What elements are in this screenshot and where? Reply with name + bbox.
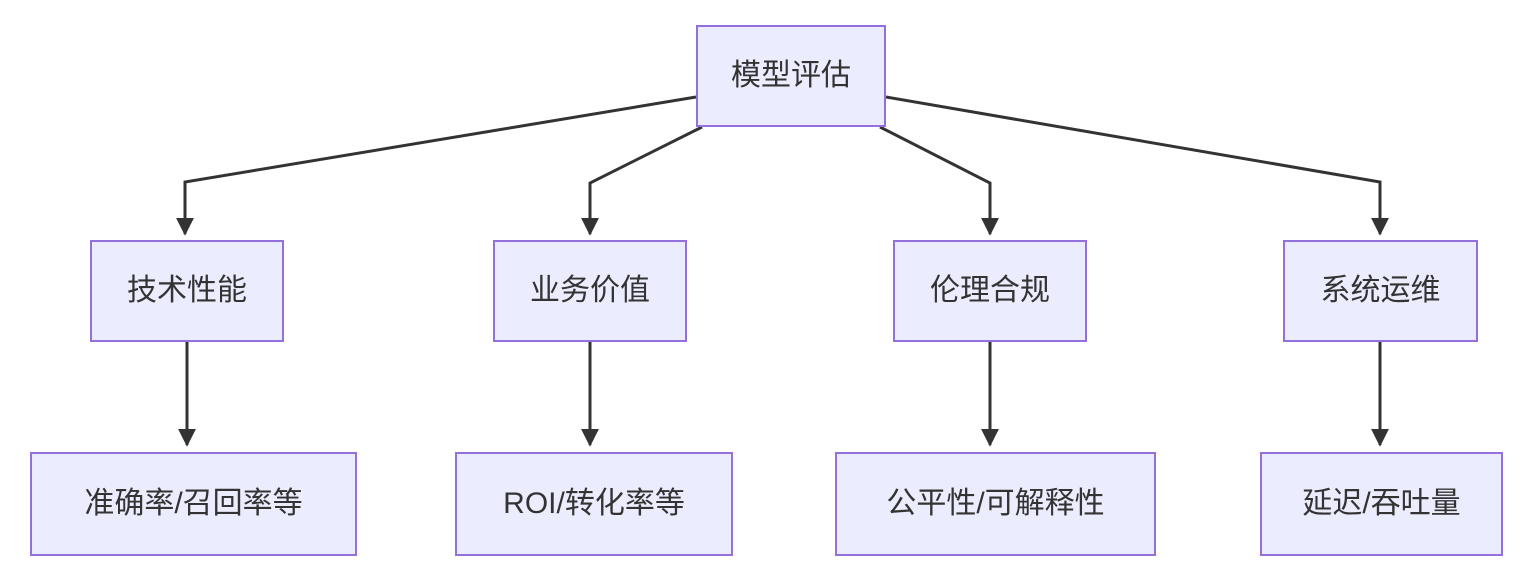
node-label: ROI/转化率等 xyxy=(503,487,685,520)
edge-root-to-business xyxy=(581,125,703,236)
node-label: 模型评估 xyxy=(731,59,851,92)
edge-root-to-tech xyxy=(176,95,697,236)
edge-root-to-ops xyxy=(885,95,1389,236)
node-model-evaluation: 模型评估 xyxy=(696,25,886,127)
node-label: 技术性能 xyxy=(127,274,247,307)
node-business-value: 业务价值 xyxy=(493,240,687,342)
node-label: 延迟/吞吐量 xyxy=(1302,487,1461,520)
node-label: 伦理合规 xyxy=(930,274,1050,307)
node-technical-performance: 技术性能 xyxy=(90,240,284,342)
node-system-operations: 系统运维 xyxy=(1283,240,1478,342)
node-label: 公平性/可解释性 xyxy=(886,487,1105,520)
node-label: 系统运维 xyxy=(1320,274,1441,307)
node-ethics-compliance: 伦理合规 xyxy=(893,240,1087,342)
node-roi-conversion-metrics: ROI/转化率等 xyxy=(455,452,733,556)
node-accuracy-recall-metrics: 准确率/召回率等 xyxy=(30,452,357,556)
edge-root-to-ethics xyxy=(879,125,999,236)
node-label: 业务价值 xyxy=(530,274,650,307)
node-fairness-explainability-metrics: 公平性/可解释性 xyxy=(835,452,1156,556)
node-latency-throughput-metrics: 延迟/吞吐量 xyxy=(1260,452,1503,556)
node-label: 准确率/召回率等 xyxy=(84,487,303,520)
